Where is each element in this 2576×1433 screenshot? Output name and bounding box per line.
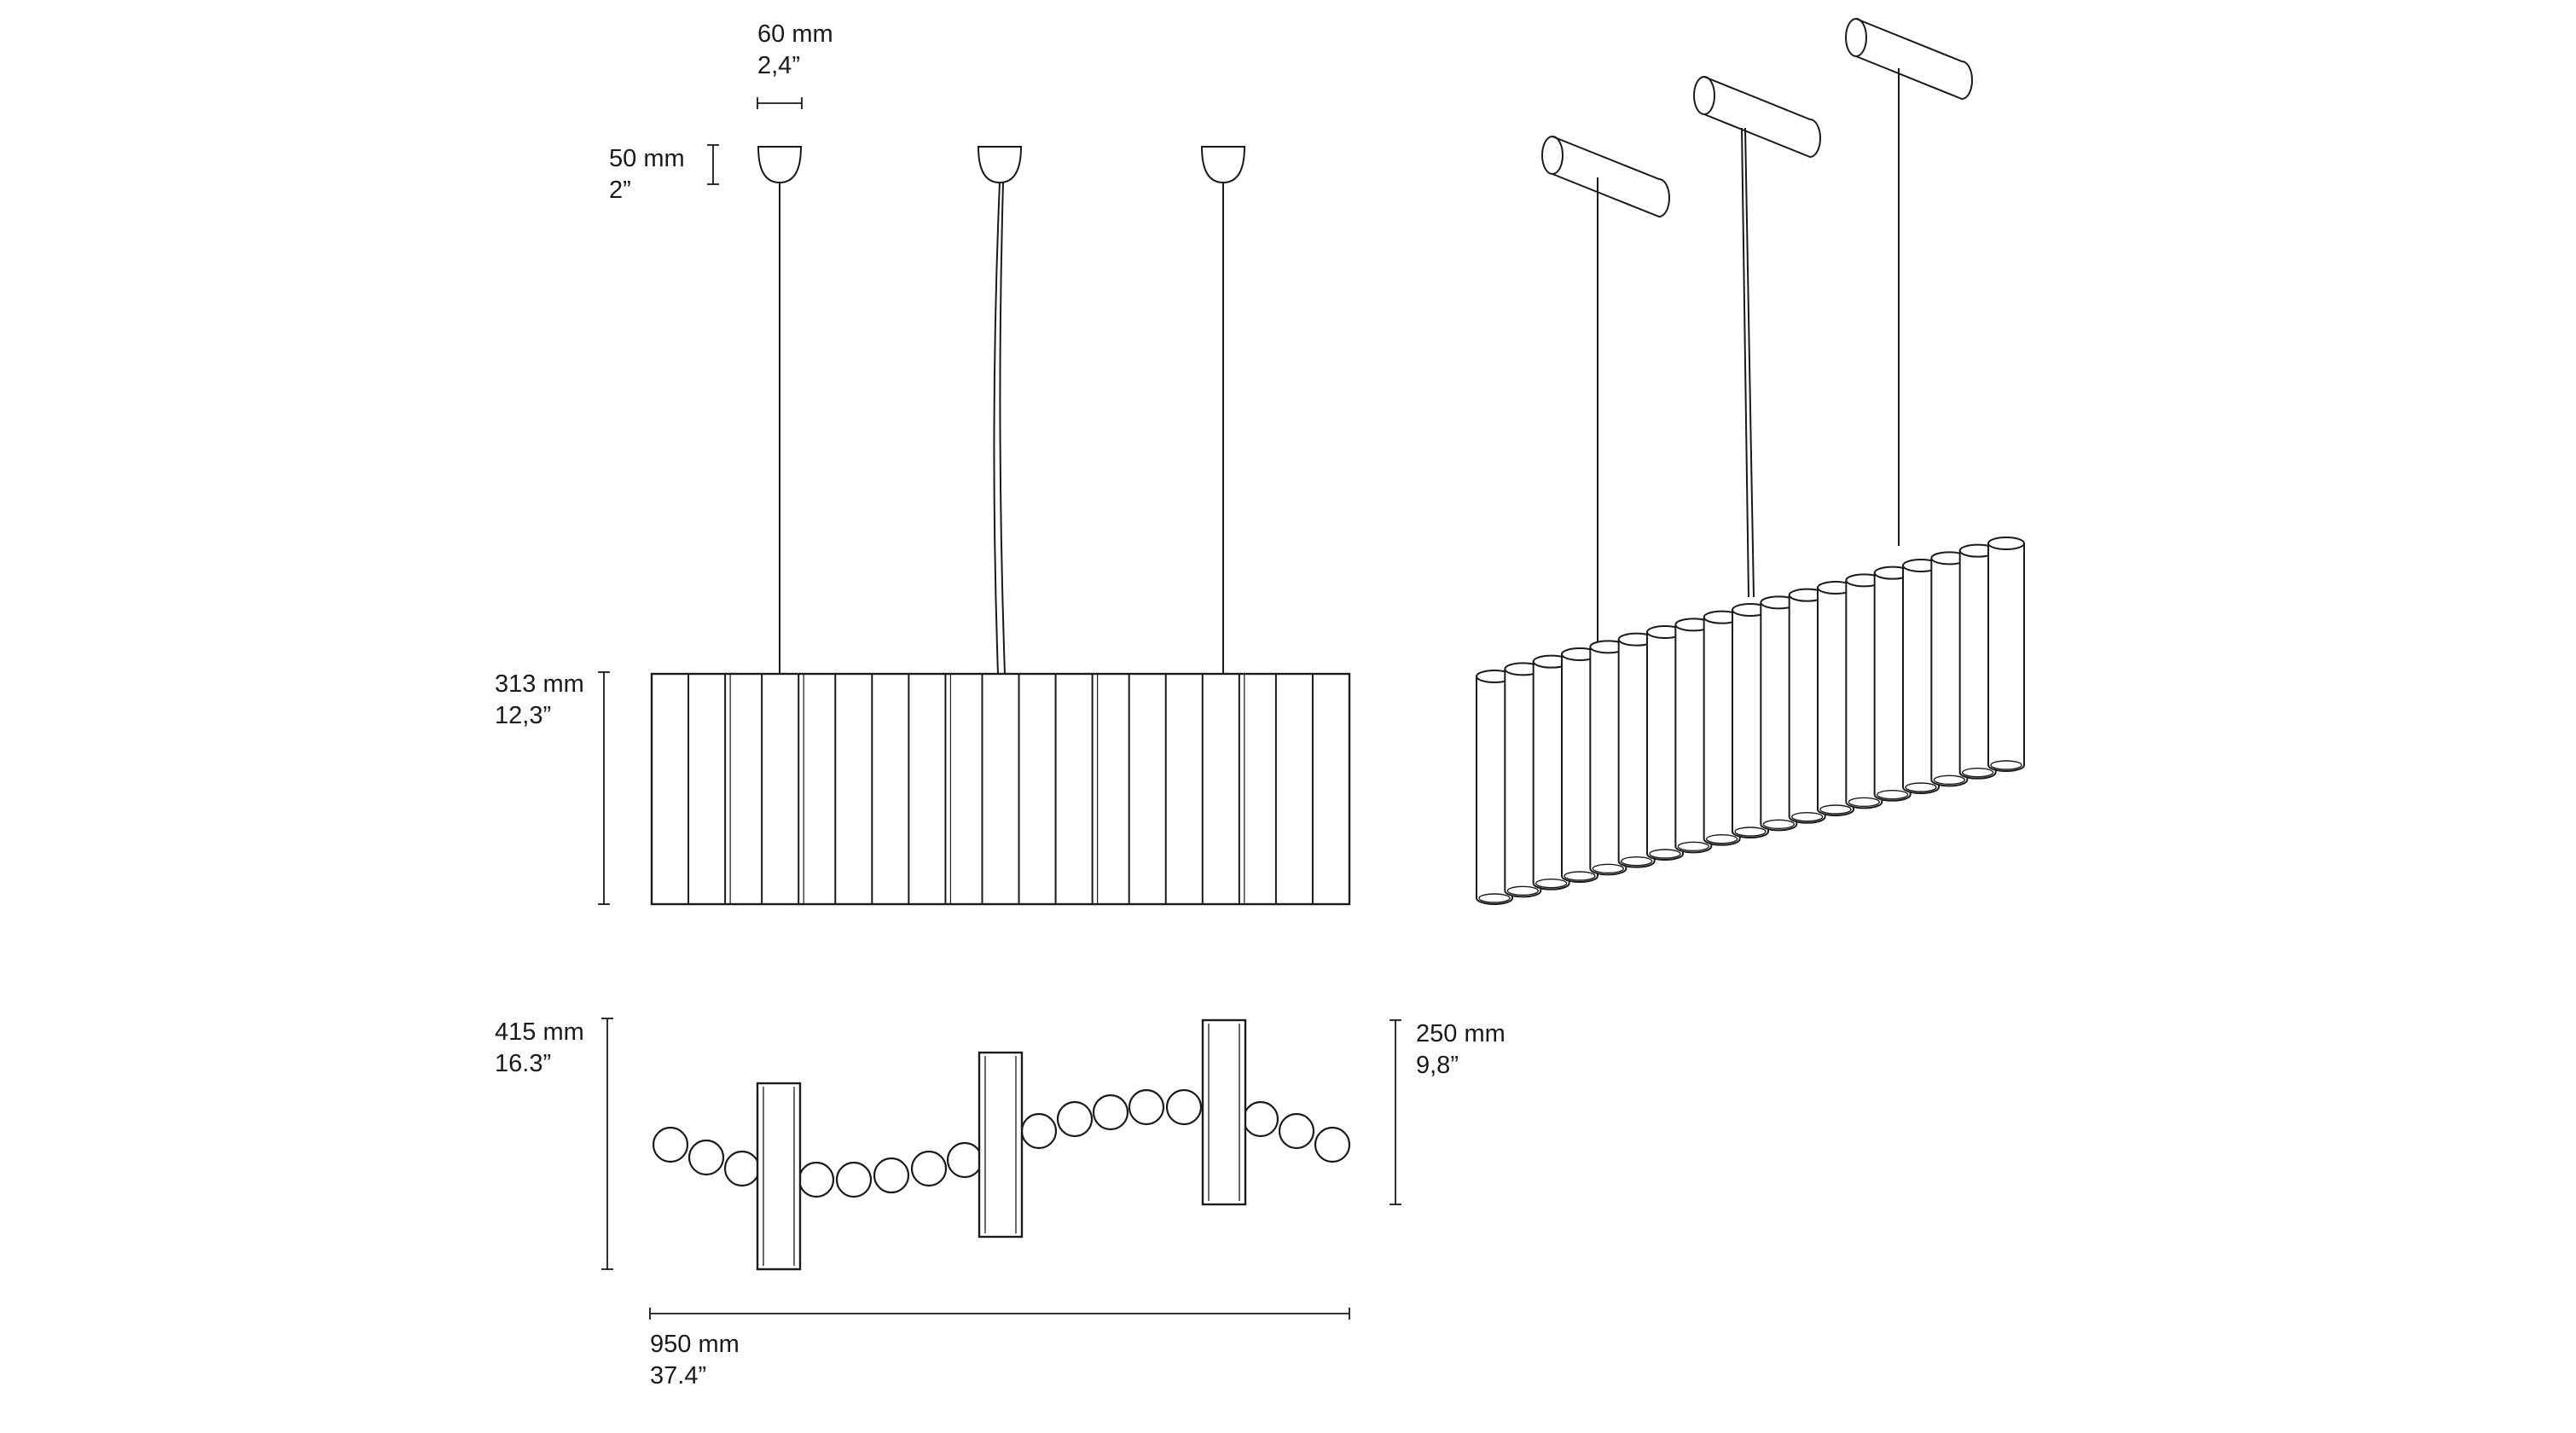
persp-tube-2: [1504, 669, 1542, 898]
canopy-front-1: [757, 146, 803, 184]
persp-tube-rim-7: [1649, 849, 1681, 859]
persp-tube-14: [1845, 580, 1883, 809]
persp-tube-9: [1703, 617, 1741, 846]
persp-tube-15: [1873, 572, 1912, 802]
canopy-persp-3: [1855, 18, 1973, 101]
top-tube-9: [1020, 1112, 1058, 1150]
body-height-label: 313 mm 12,3”: [495, 669, 584, 732]
top-tube-13: [1165, 1088, 1203, 1126]
persp-tube-3: [1532, 661, 1570, 891]
persp-tube-rim-5: [1592, 863, 1625, 874]
top-tube-2: [688, 1139, 725, 1176]
cable-front-2b: [999, 182, 1006, 675]
overall-width-metric: 950 mm: [650, 1331, 740, 1358]
canopy-height-label: 50 mm 2”: [609, 143, 685, 206]
top-tube-16: [1314, 1126, 1351, 1163]
persp-tube-rim-12: [1790, 811, 1824, 822]
persp-tube-rim-9: [1705, 833, 1738, 844]
persp-tube-rim-18: [1961, 767, 1994, 778]
persp-tube-rim-3: [1535, 878, 1568, 889]
top-bar-2: [978, 1051, 1024, 1239]
top-depth-overall-label: 415 mm 16.3”: [495, 1017, 584, 1080]
persp-tube-11: [1760, 602, 1798, 832]
top-bar-1: [756, 1082, 802, 1271]
top-tube-3: [723, 1150, 761, 1187]
top-tube-7: [910, 1150, 948, 1187]
persp-tube-12: [1788, 595, 1826, 824]
overall-width-label: 950 mm 37.4”: [650, 1329, 740, 1392]
top-tube-6: [873, 1157, 910, 1194]
top-depth-bar-metric: 250 mm: [1416, 1020, 1506, 1047]
top-bar-3: [1201, 1018, 1247, 1206]
persp-tube-rim-13: [1819, 804, 1852, 815]
cable-front-2a: [993, 182, 1001, 675]
top-tube-11: [1092, 1094, 1129, 1131]
canopy-height-metric: 50 mm: [609, 145, 685, 172]
persp-tube-rim-2: [1506, 885, 1540, 896]
cable-persp-2b: [1744, 127, 1755, 598]
body-height-imperial: 12,3”: [495, 702, 552, 729]
persp-tube-rim-14: [1848, 797, 1881, 808]
persp-tube-rim-6: [1620, 856, 1653, 867]
persp-tube-8: [1674, 624, 1713, 854]
persp-tube-rim-10: [1734, 827, 1767, 837]
canopy-front-3: [1200, 146, 1246, 184]
top-depth-overall-metric: 415 mm: [495, 1018, 584, 1046]
canopy-persp-cap-2: [1693, 76, 1715, 115]
top-tube-4: [798, 1161, 835, 1198]
top-tube-12: [1128, 1088, 1165, 1126]
canopy-persp-2: [1703, 76, 1821, 159]
canopy-front-2: [977, 146, 1023, 184]
persp-tube-17: [1930, 558, 1969, 787]
persp-tube-5: [1589, 647, 1627, 876]
persp-tube-rim-1: [1478, 893, 1511, 903]
persp-tube-rim-19: [1990, 760, 2022, 770]
canopy-width-metric: 60 mm: [757, 20, 833, 48]
persp-tube-16: [1902, 566, 1940, 794]
top-depth-bar-label: 250 mm 9,8”: [1416, 1018, 1506, 1082]
top-tube-10: [1056, 1100, 1094, 1138]
top-tube-14: [1242, 1100, 1279, 1138]
canopy-width-label: 60 mm 2,4”: [757, 19, 833, 82]
canopy-persp-cap-1: [1541, 136, 1564, 175]
persp-tube-rim-15: [1876, 789, 1909, 800]
top-tube-5: [835, 1161, 873, 1198]
persp-tube-rim-11: [1762, 819, 1796, 830]
body-height-metric: 313 mm: [495, 670, 584, 698]
canopy-height-imperial: 2”: [609, 177, 631, 204]
persp-tube-10: [1732, 610, 1769, 838]
top-depth-bar-imperial: 9,8”: [1416, 1052, 1459, 1079]
persp-tube-6: [1617, 639, 1656, 868]
persp-tube-7: [1646, 632, 1684, 861]
top-tube-8: [946, 1141, 983, 1179]
persp-tube-18: [1958, 550, 1997, 780]
canopy-persp-1: [1552, 136, 1670, 218]
persp-tube-rim-8: [1677, 841, 1710, 852]
top-tube-1: [652, 1126, 689, 1163]
persp-tube-19: [1987, 543, 2025, 772]
persp-tube-rim-17: [1933, 775, 1966, 786]
persp-tube-4: [1561, 654, 1598, 883]
persp-tube-rim-16: [1905, 782, 1937, 792]
persp-tube-13: [1817, 588, 1854, 816]
persp-tube-rim-4: [1564, 871, 1596, 881]
front-body-outline: [650, 672, 1351, 906]
overall-width-imperial: 37.4”: [650, 1362, 707, 1389]
canopy-persp-cap-3: [1845, 18, 1867, 57]
cable-persp-2a: [1741, 127, 1749, 598]
top-depth-overall-imperial: 16.3”: [495, 1050, 552, 1077]
persp-tube-top-19: [1987, 537, 2025, 550]
persp-tube-1: [1476, 676, 1513, 905]
top-tube-15: [1278, 1112, 1315, 1150]
canopy-width-imperial: 2,4”: [757, 52, 800, 79]
